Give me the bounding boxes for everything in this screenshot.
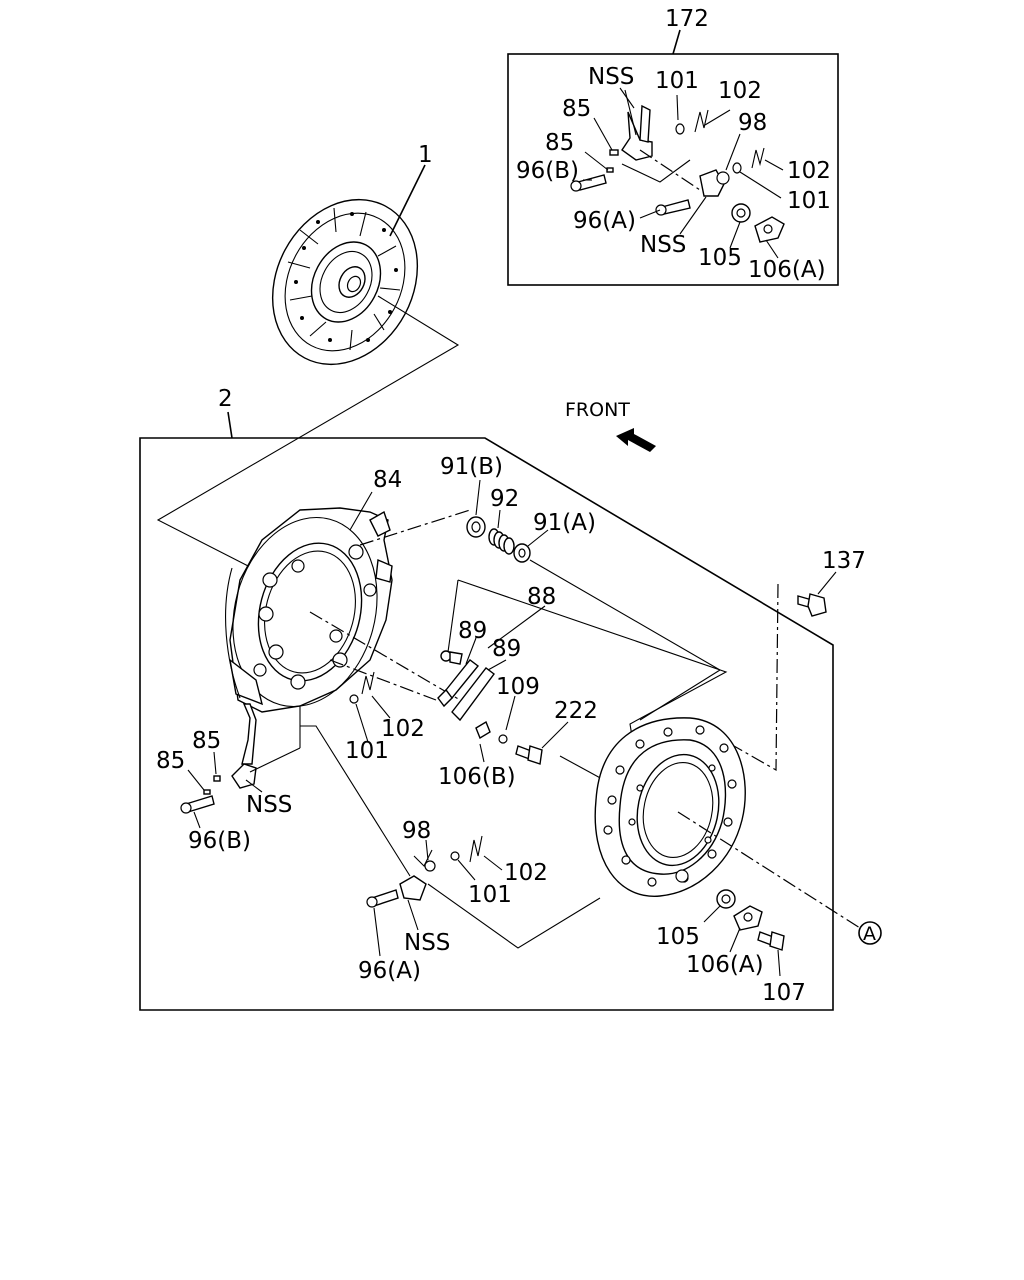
spring-98-inset	[716, 171, 730, 185]
strap-group-88: 88 89 89	[437, 579, 728, 756]
fastener-group-107: 105 106(A) 107	[656, 889, 806, 1006]
label-96a: 96(A)	[358, 958, 421, 984]
inset-label-nss-2: NSS	[640, 232, 686, 258]
release-lever-left: 85 85 NSS 96(B)	[156, 703, 411, 877]
inset-label-96b: 96(B)	[516, 158, 579, 184]
pin-85-a	[213, 775, 221, 782]
adjuster-nss	[399, 875, 427, 901]
inset-label-101-b: 101	[787, 188, 831, 214]
inset-label-96a: 96(A)	[573, 208, 636, 234]
label-98: 98	[402, 818, 431, 844]
label-1: 1	[418, 142, 433, 168]
washer-101-inset	[675, 123, 685, 135]
washer-101-a	[349, 694, 359, 704]
inset-label-105: 105	[698, 245, 742, 271]
inset-label-102-b: 102	[787, 158, 831, 184]
inset-label-85-b: 85	[545, 130, 574, 156]
washer-109	[498, 734, 508, 744]
front-arrow-icon	[616, 428, 656, 452]
spring-92	[488, 528, 515, 555]
inset-label-85-a: 85	[562, 96, 591, 122]
inset-label-nss-1: NSS	[588, 64, 634, 90]
pin-96b-inset	[577, 174, 607, 191]
inset-label-101-a: 101	[655, 68, 699, 94]
label-222: 222	[554, 698, 598, 724]
label-102-a: 102	[381, 716, 425, 742]
spring-stack: 91(B) 92 91(A)	[440, 454, 596, 563]
label-84: 84	[373, 467, 402, 493]
label-172: 172	[665, 6, 709, 32]
label-nss-b: NSS	[404, 930, 450, 956]
label-nss-a: NSS	[246, 792, 292, 818]
label-2: 2	[218, 386, 233, 412]
pin-85a-inset	[609, 149, 619, 156]
pin-85b-inset	[606, 167, 614, 173]
label-106a: 106(A)	[686, 952, 764, 978]
spring-98	[413, 849, 433, 867]
label-91b: 91(B)	[440, 454, 503, 480]
label-89-a: 89	[458, 618, 487, 644]
inset-label-98: 98	[738, 110, 767, 136]
inset-label-102-a: 102	[718, 78, 762, 104]
front-indicator: FRONT	[565, 399, 656, 452]
label-85-a: 85	[192, 728, 221, 754]
label-92: 92	[490, 486, 519, 512]
spring-clip-102-b	[469, 835, 483, 863]
inset-label-106a: 106(A)	[748, 257, 826, 283]
assembly-box-2: 2	[139, 295, 834, 1011]
clutch-cover-84: 84	[225, 467, 402, 713]
label-109: 109	[496, 674, 540, 700]
inset-172: 172	[507, 6, 839, 286]
washer-101-b	[450, 851, 460, 861]
spring-clip-102-a	[361, 671, 375, 695]
label-91a: 91(A)	[533, 510, 596, 536]
label-89-b: 89	[492, 636, 521, 662]
label-106b: 106(B)	[438, 764, 516, 790]
label-85-b: 85	[156, 748, 185, 774]
label-101-b: 101	[468, 882, 512, 908]
fastener-group-222: 109 222 106(B)	[438, 674, 598, 790]
label-107: 107	[762, 980, 806, 1006]
pin-85-b	[203, 789, 211, 795]
label-102-b: 102	[504, 860, 548, 886]
strap-89-b	[451, 667, 495, 722]
label-101-a: 101	[345, 738, 389, 764]
front-label: FRONT	[565, 399, 630, 421]
label-105: 105	[656, 924, 700, 950]
spring-clip-102-inset	[694, 109, 709, 133]
label-88: 88	[527, 584, 556, 610]
label-96b: 96(B)	[188, 828, 251, 854]
release-lever-inset	[621, 89, 653, 161]
clutch-disc: 1	[271, 142, 433, 366]
label-circle-a: A	[863, 923, 876, 945]
bolt-137: 137	[797, 548, 866, 617]
label-137: 137	[822, 548, 866, 574]
plate-106b	[475, 720, 491, 740]
clip-group-cover: 101 102	[345, 671, 425, 764]
adjuster-group-lower: 98 101 102 NSS 96(A)	[358, 818, 548, 984]
flywheel-plate	[594, 717, 746, 897]
